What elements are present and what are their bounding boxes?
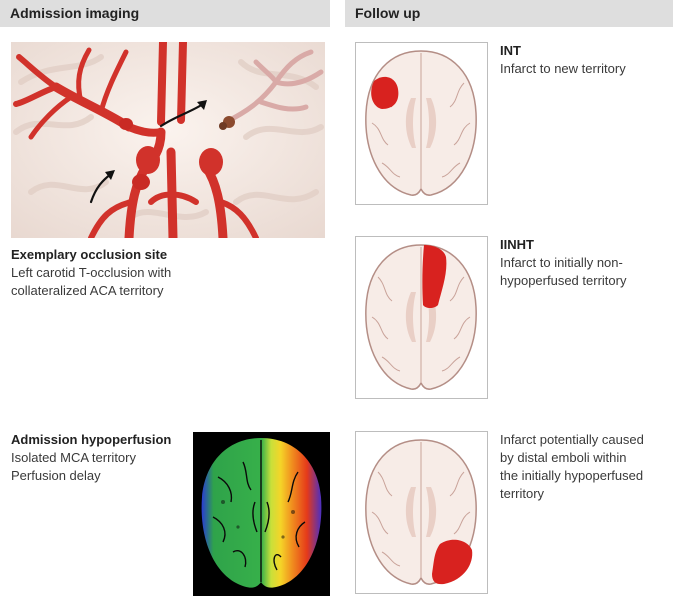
arrow-head-lower	[105, 170, 115, 180]
hypoperfusion-line: Perfusion delay	[11, 468, 101, 483]
followup-title: INT	[500, 43, 521, 58]
infarct-region	[422, 245, 447, 308]
followup-line: territory	[500, 486, 545, 501]
followup-title: IINHT	[500, 237, 534, 252]
hypoperfusion-caption: Admission hypoperfusion Isolated MCA ter…	[11, 431, 191, 485]
followup-line: Infarct potentially caused	[500, 432, 644, 447]
followup-line: Infarct to new territory	[500, 61, 626, 76]
vessel-illustration	[11, 42, 325, 238]
admission-imaging-header: Admission imaging	[0, 0, 330, 27]
arrow-head-upper	[197, 100, 207, 110]
occlusion-line: Left carotid T-occlusion with	[11, 265, 172, 280]
hypoperfusion-title: Admission hypoperfusion	[11, 432, 172, 447]
followup-line: Infarct to initially non-	[500, 255, 623, 270]
occlusion-title: Exemplary occlusion site	[11, 247, 168, 262]
followup-brain-1	[355, 42, 488, 205]
followup-brain-3	[355, 431, 488, 594]
infarct-region	[371, 76, 399, 109]
followup-line: hypoperfused territory	[500, 273, 627, 288]
followup-line: by distal emboli within	[500, 450, 627, 465]
followup-caption-2: IINHT Infarct to initially non- hypoperf…	[500, 236, 670, 290]
followup-brain-2	[355, 236, 488, 399]
occlusion-line: collateralized ACA territory	[11, 283, 164, 298]
infarct-region	[432, 539, 473, 585]
followup-caption-3: Infarct potentially caused by distal emb…	[500, 431, 670, 503]
followup-line: the initially hypoperfused	[500, 468, 644, 483]
occlusion-caption: Exemplary occlusion site Left carotid T-…	[11, 246, 311, 300]
follow-up-header: Follow up	[345, 0, 673, 27]
perfusion-map	[193, 432, 330, 596]
hypoperfusion-line: Isolated MCA territory	[11, 450, 136, 465]
followup-caption-1: INT Infarct to new territory	[500, 42, 670, 78]
